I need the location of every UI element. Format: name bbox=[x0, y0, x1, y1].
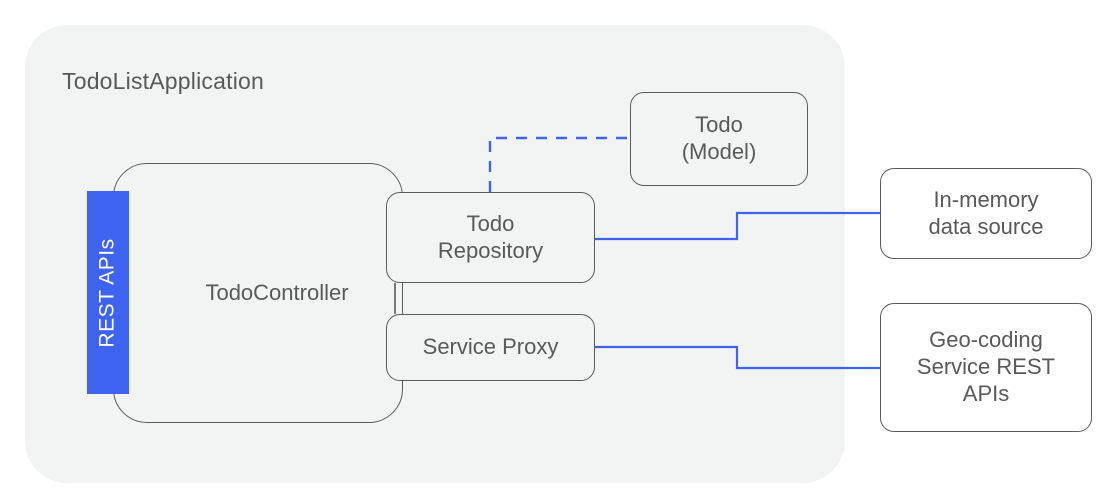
node-in-memory-data-source-label: In-memory data source bbox=[928, 186, 1044, 239]
node-todo-repository-label: Todo Repository bbox=[437, 210, 544, 263]
application-panel-title: TodoListApplication bbox=[62, 68, 264, 94]
node-service-proxy-label: Service Proxy bbox=[422, 334, 559, 360]
rest-apis-label: REST APIs bbox=[96, 237, 119, 348]
node-todo-repository[interactable]: Todo Repository bbox=[386, 192, 595, 283]
node-geo-coding-service[interactable]: Geo-coding Service REST APIs bbox=[880, 303, 1092, 432]
node-todo-controller-label: TodoController bbox=[205, 279, 349, 305]
node-todo-controller[interactable]: TodoController bbox=[113, 163, 403, 423]
node-todo-model-label: Todo (Model) bbox=[681, 112, 757, 164]
rest-apis-strip[interactable]: REST APIs bbox=[87, 191, 129, 394]
node-service-proxy[interactable]: Service Proxy bbox=[386, 314, 595, 381]
node-in-memory-data-source[interactable]: In-memory data source bbox=[880, 168, 1092, 259]
node-todo-model[interactable]: Todo (Model) bbox=[630, 92, 808, 186]
node-geo-coding-service-label: Geo-coding Service REST APIs bbox=[916, 327, 1056, 406]
